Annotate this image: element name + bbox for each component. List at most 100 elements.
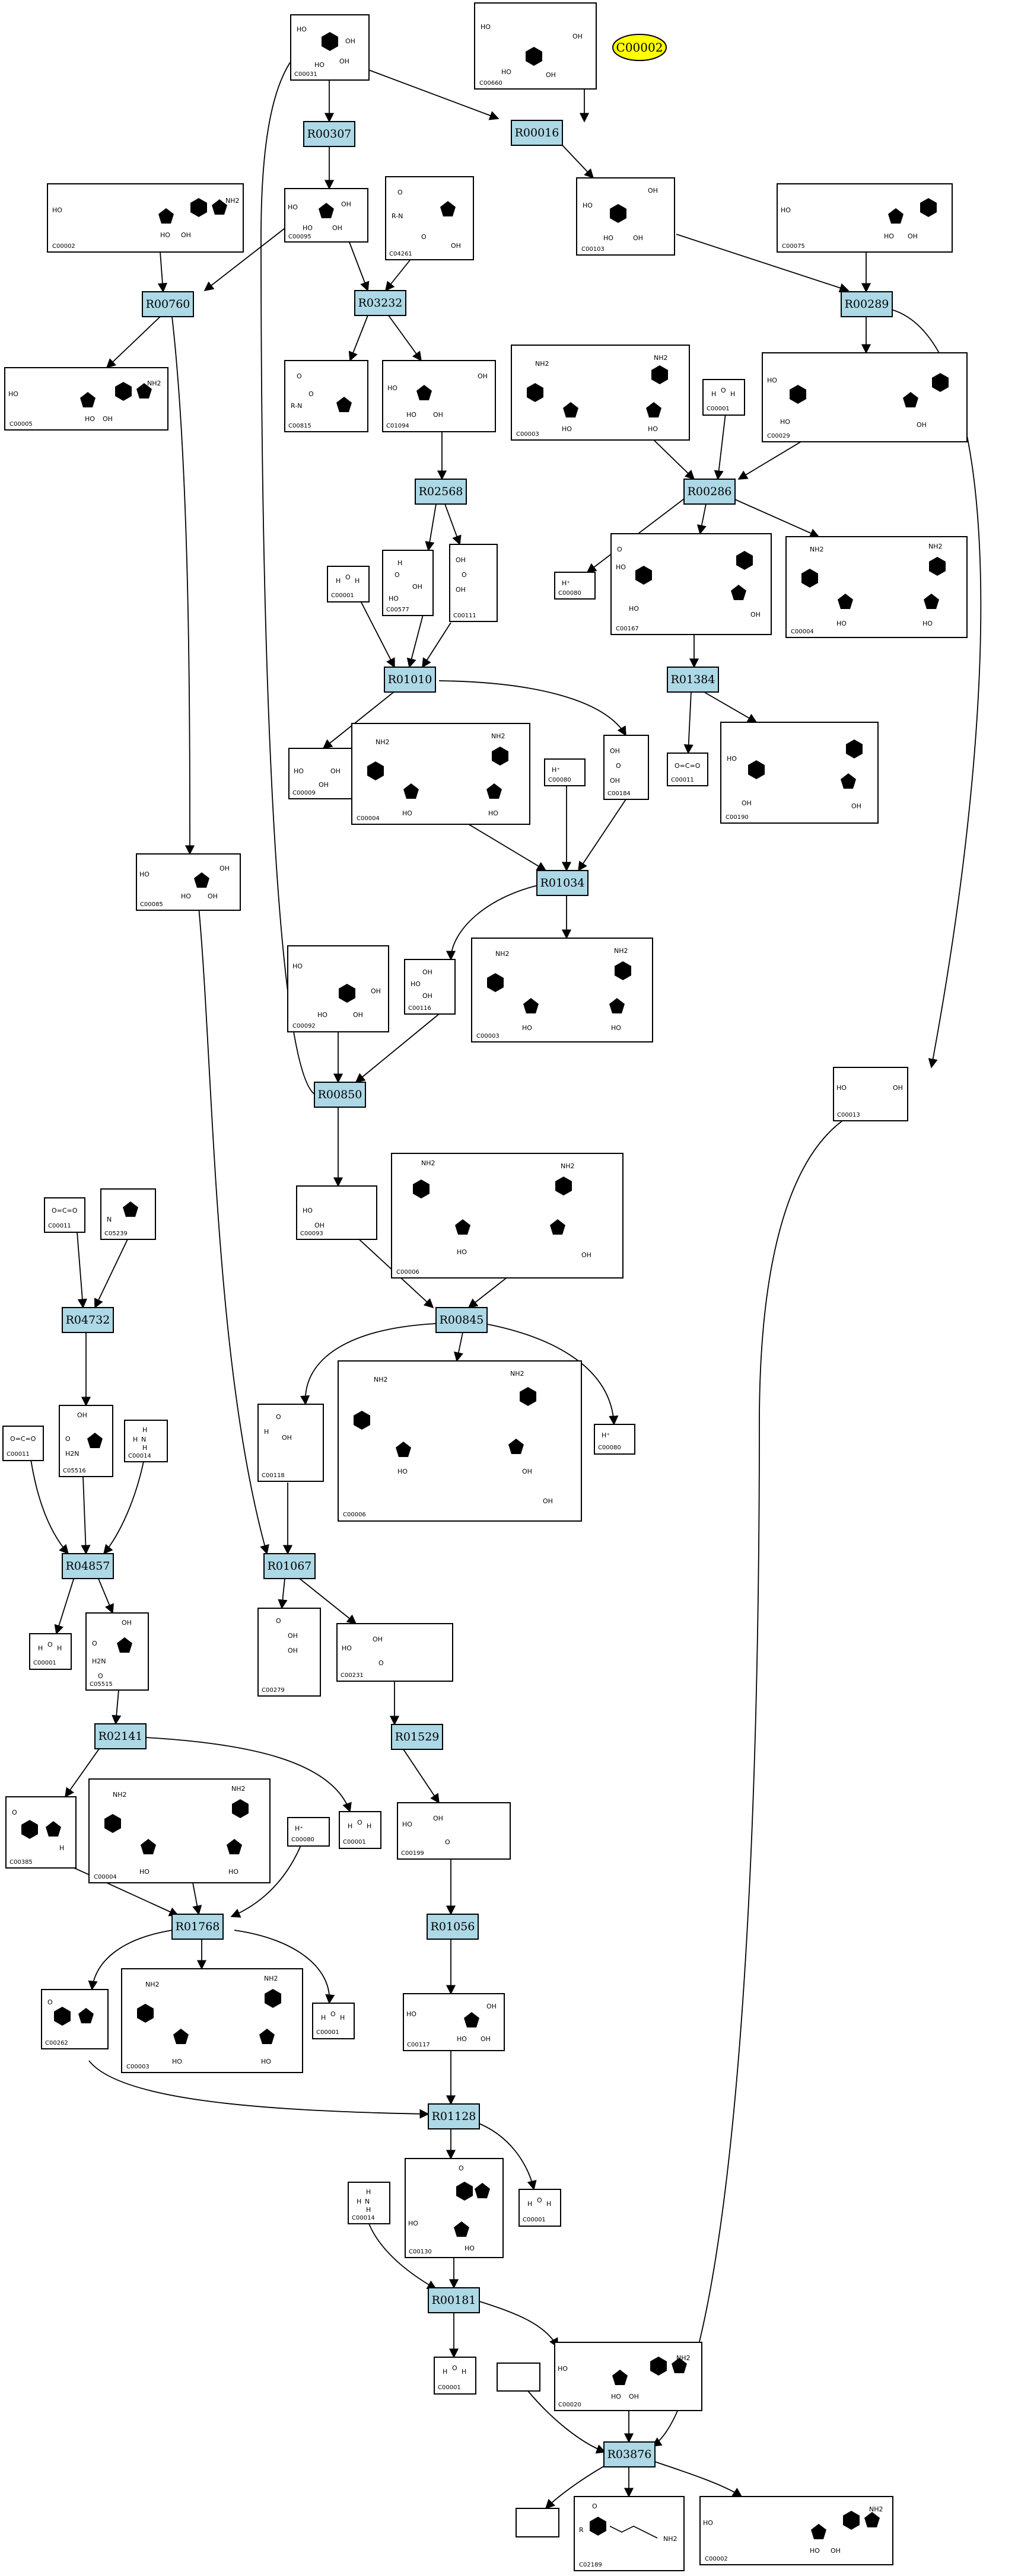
reaction-r01529[interactable]: R01529 [391, 1724, 443, 1750]
reaction-r01056[interactable]: R01056 [427, 1914, 479, 1940]
reaction-r00286[interactable]: R00286 [683, 479, 736, 505]
svg-text:R04857: R04857 [66, 1560, 110, 1573]
reaction-r04857[interactable]: R04857 [62, 1553, 114, 1579]
reaction-r00760[interactable]: R00760 [142, 291, 194, 317]
compound-c00080-b[interactable]: H⁺ C00080 [544, 758, 586, 786]
svg-text:HO: HO [780, 418, 790, 426]
reaction-r00289[interactable]: R00289 [841, 291, 893, 317]
compound-c00815[interactable]: OR-NO C00815 [284, 360, 368, 432]
svg-text:R00307: R00307 [307, 127, 352, 141]
svg-text:OH: OH [433, 1815, 443, 1822]
compound-c00080-c[interactable]: H⁺ C00080 [594, 1424, 635, 1455]
svg-text:H⁺: H⁺ [295, 1825, 303, 1832]
reaction-r00845[interactable]: R00845 [435, 1307, 488, 1333]
compound-c00262[interactable]: O C00262 [41, 1989, 109, 2049]
svg-text:OH: OH [181, 231, 191, 239]
reaction-r03876[interactable]: R03876 [603, 2441, 656, 2467]
reaction-r01034[interactable]: R01034 [536, 870, 588, 896]
svg-text:NH2: NH2 [113, 1791, 127, 1799]
reaction-r00307[interactable]: R00307 [303, 121, 355, 147]
svg-text:HO: HO [810, 2547, 820, 2555]
compound-c00011-b[interactable]: O=C=O C00011 [44, 1197, 85, 1233]
compound-c00080-d[interactable]: H⁺ C00080 [287, 1817, 330, 1847]
reaction-r01067[interactable]: R01067 [263, 1553, 316, 1579]
reaction-r01384[interactable]: R01384 [667, 667, 719, 693]
reaction-r01010[interactable]: R01010 [384, 667, 436, 693]
svg-text:R00289: R00289 [845, 298, 889, 311]
svg-text:HO: HO [261, 2058, 271, 2065]
reaction-r03232[interactable]: R03232 [354, 290, 406, 316]
compound-c05239[interactable]: N C05239 [100, 1188, 156, 1240]
svg-text:NH2: NH2 [421, 1159, 435, 1167]
reaction-r01768[interactable]: R01768 [171, 1914, 224, 1940]
svg-text:HO: HO [488, 809, 498, 817]
reaction-r02568[interactable]: R02568 [415, 479, 467, 505]
compound-c00011-c[interactable]: O=C=O C00011 [2, 1426, 44, 1461]
edge-c00001a-r00286 [714, 403, 727, 480]
compound-c00080-a[interactable]: H⁺ C00080 [554, 572, 596, 600]
compound-c00011-a[interactable]: O=C=O C00011 [667, 753, 708, 786]
reaction-r02141[interactable]: R02141 [94, 1723, 147, 1749]
reaction-r00850[interactable]: R00850 [314, 1082, 366, 1108]
compound-blank-a[interactable] [497, 2363, 540, 2392]
highlight-node[interactable]: C00002 [612, 34, 667, 61]
compound-c00385[interactable]: OH C00385 [5, 1796, 77, 1869]
svg-text:C00080: C00080 [558, 590, 581, 597]
reaction-r04732[interactable]: R04732 [62, 1307, 114, 1333]
reaction-r01128[interactable]: R01128 [428, 2103, 480, 2129]
svg-text:R01067: R01067 [268, 1560, 312, 1573]
reaction-r00016[interactable]: R00016 [511, 120, 563, 146]
reaction-r00181[interactable]: R00181 [428, 2287, 480, 2313]
compound-blank-b[interactable] [516, 2508, 559, 2537]
